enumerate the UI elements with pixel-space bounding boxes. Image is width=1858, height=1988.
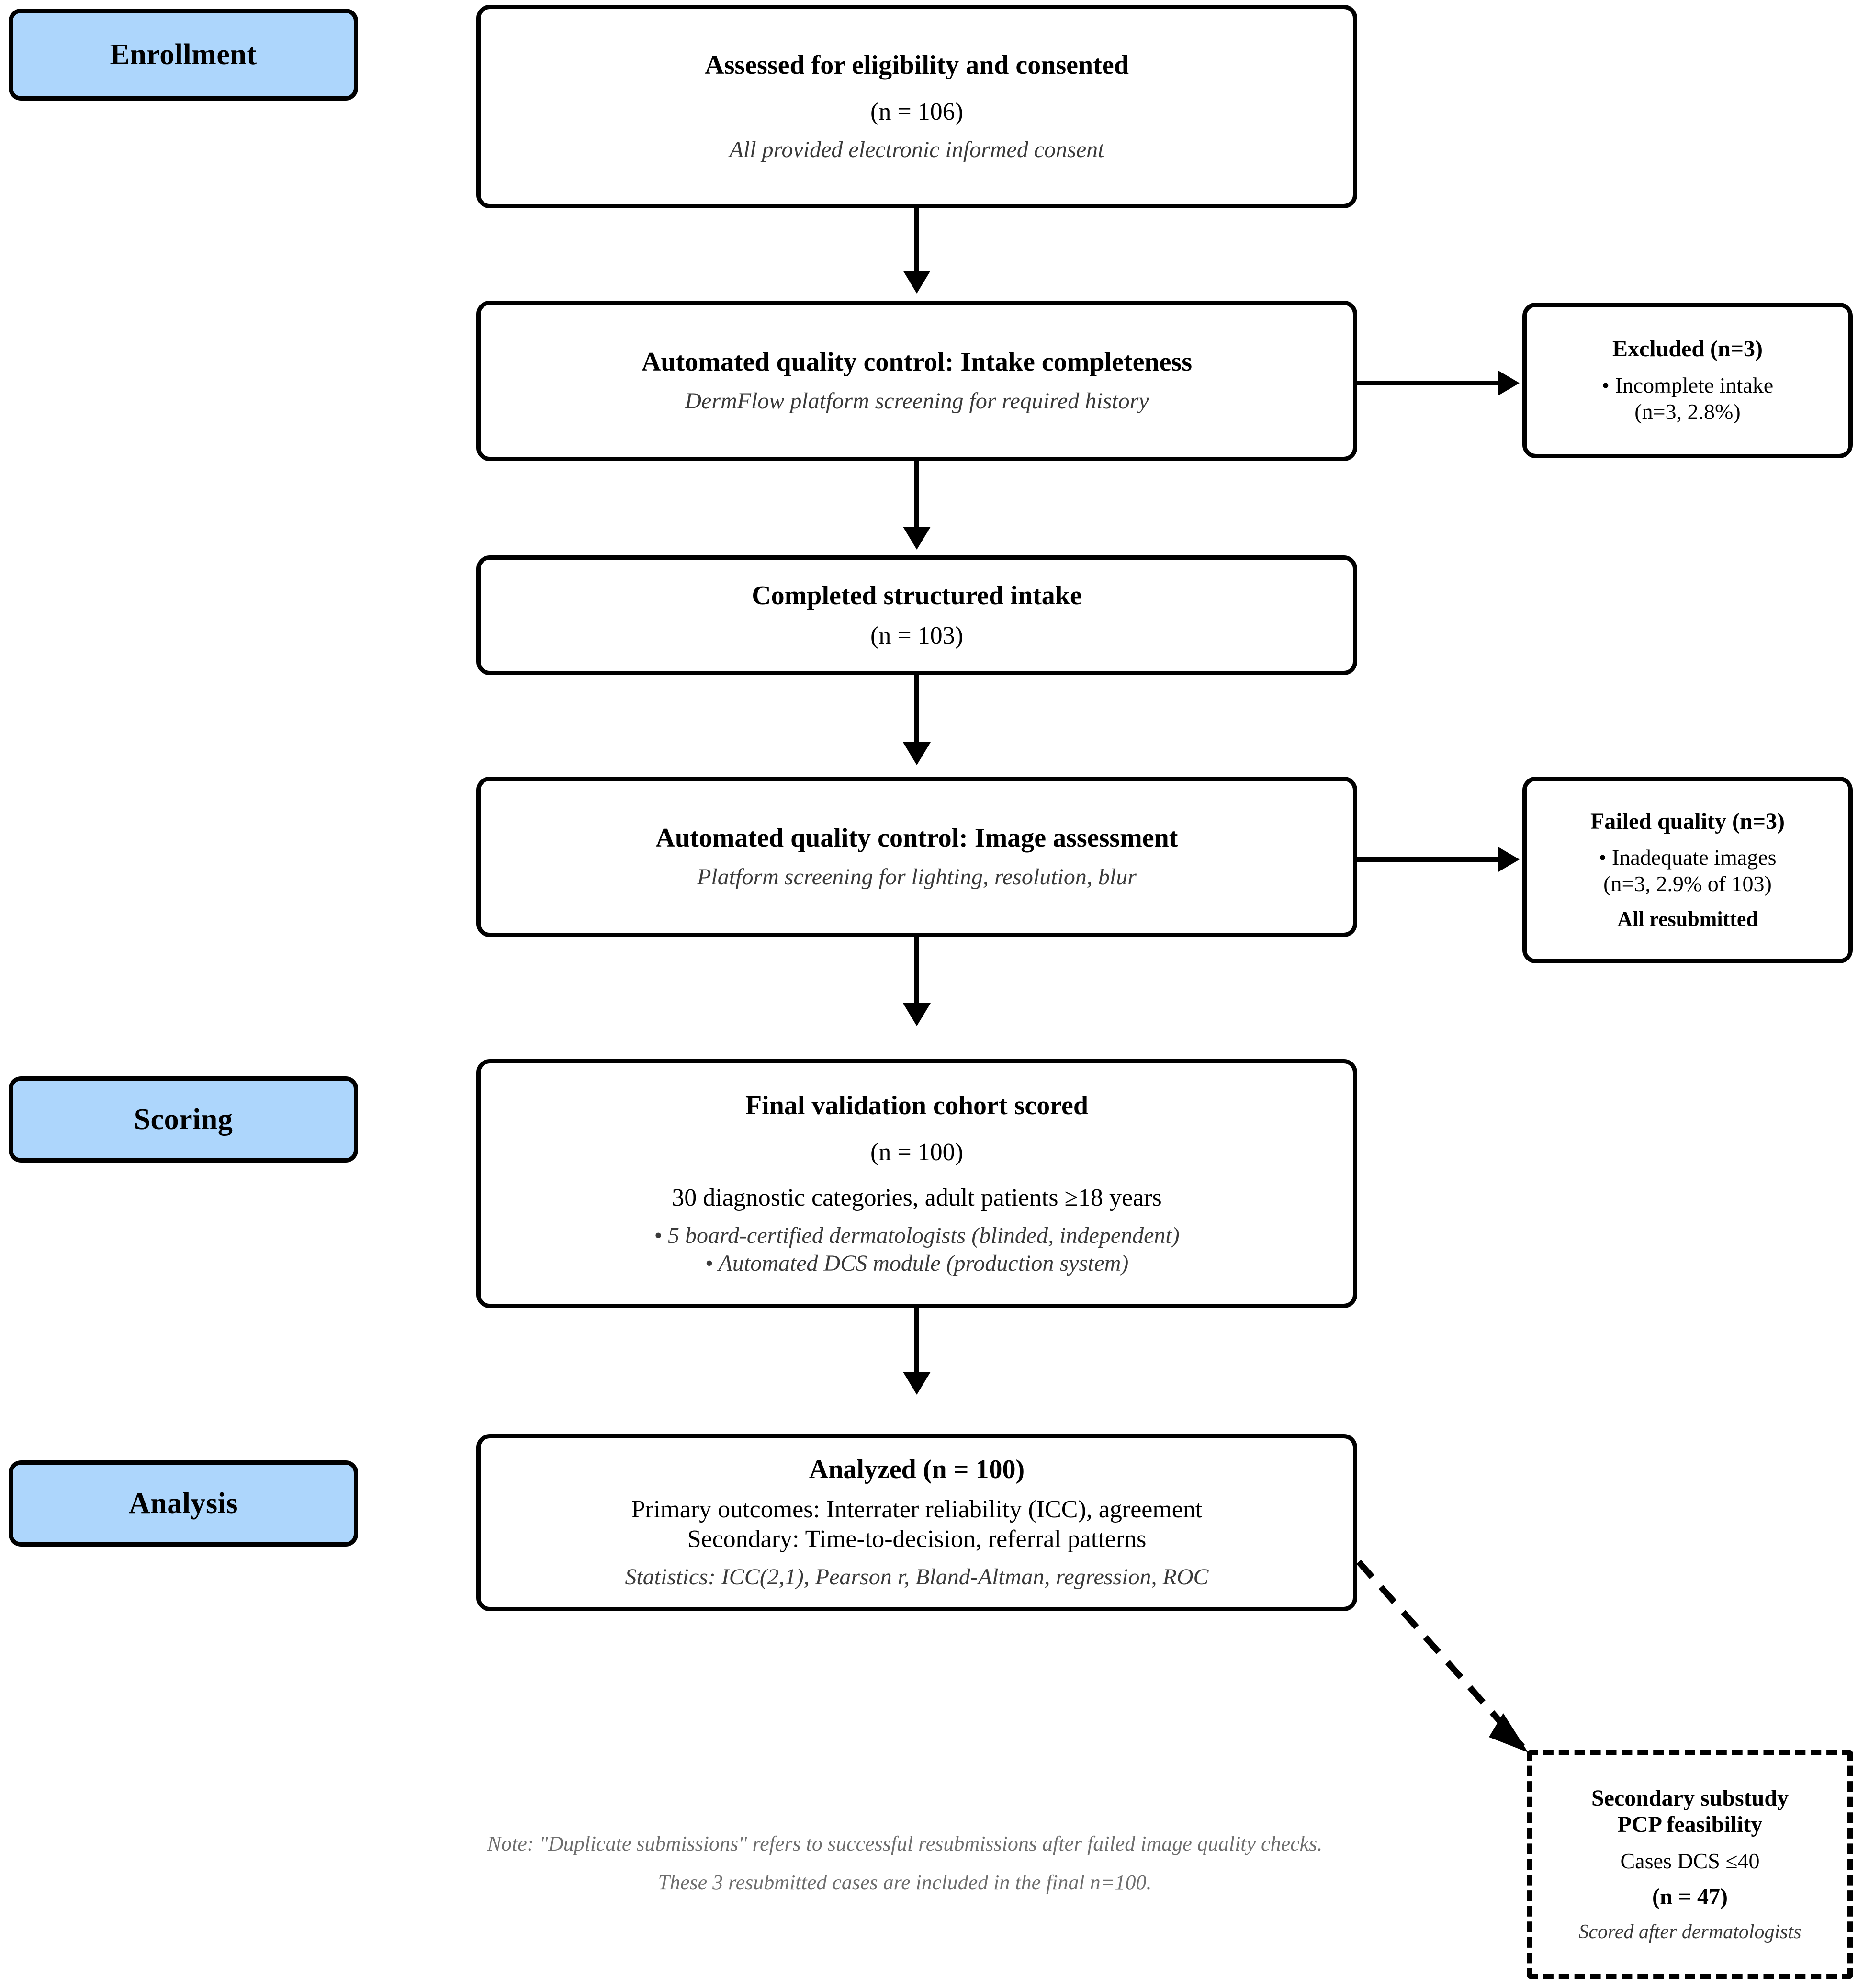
stage-label-text: Analysis [129, 1487, 238, 1520]
node-bullet: • Incomplete intake [1601, 373, 1774, 398]
arrowhead-failed-quality [1498, 847, 1520, 872]
connector-enrollment-to-qc-intake [914, 206, 919, 279]
node-bullet-dcs-module: • Automated DCS module (production syste… [705, 1250, 1129, 1276]
node-statistics: Statistics: ICC(2,1), Pearson r, Bland-A… [625, 1564, 1209, 1590]
stage-label-enrollment: Enrollment [9, 9, 358, 101]
node-categories-line: 30 diagnostic categories, adult patients… [672, 1184, 1162, 1211]
node-qc-intake-completeness: Automated quality control: Intake comple… [476, 301, 1357, 461]
arrowhead-analyzed [903, 1372, 931, 1395]
node-title: Automated quality control: Image assessm… [655, 823, 1178, 853]
node-title: Failed quality (n=3) [1590, 808, 1785, 834]
connector-qc-image-to-failed [1355, 857, 1498, 862]
arrowhead-substudy [1489, 1713, 1528, 1752]
node-secondary-outcomes: Secondary: Time-to-decision, referral pa… [687, 1525, 1147, 1553]
node-qc-image-assessment: Automated quality control: Image assessm… [476, 777, 1357, 937]
arrowhead-qc-intake [903, 271, 931, 294]
node-criterion: Cases DCS ≤40 [1620, 1849, 1760, 1874]
node-failed-quality: Failed quality (n=3) • Inadequate images… [1522, 777, 1853, 963]
node-detail: All provided electronic informed consent [729, 136, 1104, 162]
node-title: Completed structured intake [752, 580, 1082, 610]
node-bullet-dermatologists: • 5 board-certified dermatologists (blin… [654, 1223, 1180, 1249]
node-title: Assessed for eligibility and consented [705, 50, 1129, 80]
stage-label-text: Scoring [134, 1103, 233, 1136]
node-primary-outcomes: Primary outcomes: Interrater reliability… [631, 1496, 1203, 1524]
arrowhead-completed-intake [903, 527, 931, 550]
stage-label-scoring: Scoring [9, 1076, 358, 1163]
node-title-line2: PCP feasibility [1617, 1812, 1763, 1838]
node-bullet-count: (n=3, 2.9% of 103) [1603, 871, 1772, 896]
footnote-line-1: Note: "Duplicate submissions" refers to … [487, 1832, 1323, 1855]
connector-qc-image-to-final-cohort [914, 936, 919, 1013]
node-completed-structured-intake: Completed structured intake (n = 103) [476, 555, 1357, 675]
node-assessed-for-eligibility: Assessed for eligibility and consented (… [476, 5, 1357, 208]
node-count: (n = 47) [1652, 1884, 1728, 1910]
node-final-validation-cohort: Final validation cohort scored (n = 100)… [476, 1059, 1357, 1308]
node-bullet: • Inadequate images [1599, 845, 1777, 870]
connector-completed-to-qc-image [914, 675, 919, 752]
node-bullet-count: (n=3, 2.8%) [1634, 399, 1741, 424]
node-title: Final validation cohort scored [745, 1090, 1089, 1120]
node-title-line1: Secondary substudy [1591, 1785, 1789, 1811]
connector-qc-intake-to-completed [914, 460, 919, 536]
node-count: (n = 100) [870, 1138, 963, 1166]
node-detail: Platform screening for lighting, resolut… [697, 864, 1137, 890]
connector-analyzed-to-substudy [1356, 1559, 1525, 1749]
connector-final-cohort-to-analyzed [914, 1305, 919, 1381]
stage-label-text: Enrollment [110, 38, 257, 71]
node-secondary-substudy: Secondary substudy PCP feasibility Cases… [1527, 1750, 1853, 1979]
node-detail: Scored after dermatologists [1578, 1920, 1802, 1943]
node-count: (n = 103) [870, 621, 963, 649]
connector-qc-intake-to-excluded [1355, 381, 1498, 385]
arrowhead-final-cohort [903, 1003, 931, 1026]
node-analyzed: Analyzed (n = 100) Primary outcomes: Int… [476, 1434, 1357, 1611]
node-title: Automated quality control: Intake comple… [641, 347, 1193, 377]
footnote-duplicate-submissions: Note: "Duplicate submissions" refers to … [297, 1824, 1513, 1902]
node-detail: DermFlow platform screening for required… [685, 388, 1149, 414]
node-footer: All resubmitted [1617, 907, 1758, 931]
stage-label-analysis: Analysis [9, 1460, 358, 1547]
node-excluded-intake: Excluded (n=3) • Incomplete intake (n=3,… [1522, 303, 1853, 458]
node-count: (n = 106) [870, 98, 963, 125]
node-title: Excluded (n=3) [1612, 336, 1763, 362]
node-title: Analyzed (n = 100) [809, 1455, 1025, 1485]
arrowhead-qc-image [903, 742, 931, 765]
arrowhead-excluded [1498, 370, 1520, 396]
footnote-line-2: These 3 resubmitted cases are included i… [658, 1871, 1152, 1895]
